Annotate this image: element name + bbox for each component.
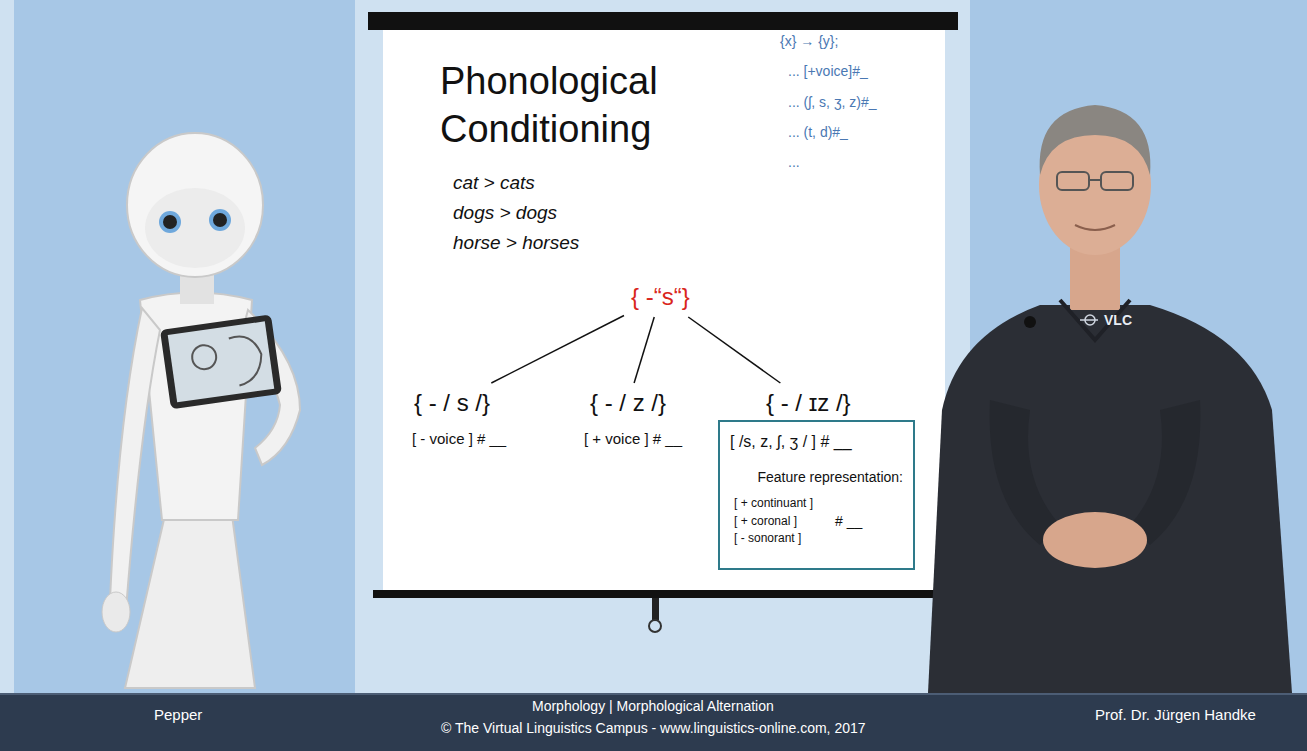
footer-title: Morphology | Morphological Alternation: [532, 698, 774, 714]
condition-text: [ /s, z, ʃ, ʒ / ] # __: [730, 430, 903, 453]
robot-figure: [102, 133, 300, 688]
condition-text: [ - voice ] # __: [412, 430, 506, 447]
feature-value: [ + coronal ]: [734, 513, 813, 530]
rule-note: ... (ʃ, s, ʒ, z)#_: [788, 94, 877, 110]
condition-box: [ /s, z, ʃ, ʒ / ] # __ Feature representa…: [718, 420, 915, 570]
footer-rule: [0, 693, 1307, 695]
morpheme-text: { -“s“}: [631, 282, 690, 312]
screen-pull-ring: [649, 620, 661, 632]
tree-branch: [491, 315, 624, 383]
environment-mark: # __: [835, 511, 862, 531]
feature-group: [ + continuant ][ + coronal ][ - sonoran…: [730, 495, 903, 547]
rule-note: ...: [788, 154, 800, 170]
backdrop-strip: [0, 0, 14, 693]
footer-bar: [0, 693, 1307, 751]
rule-note: ... [+voice]#_: [788, 63, 868, 79]
example-word: dogs > dogs: [453, 202, 557, 224]
footer-copyright: © The Virtual Linguistics Campus - www.l…: [441, 720, 866, 736]
feature-value: [ + continuant ]: [734, 495, 813, 512]
projector-screen: [383, 30, 945, 592]
backdrop-center: [355, 0, 970, 693]
example-word: cat > cats: [453, 172, 535, 194]
feature-column: [ + continuant ][ + coronal ][ - sonoran…: [730, 495, 813, 547]
morpheme-text: { - / ɪz /}: [766, 388, 851, 418]
tree-branch: [688, 317, 780, 383]
allomorph: { - / z /}: [586, 386, 670, 420]
rule-note: {x} → {y};: [780, 33, 838, 49]
slide-title: Phonological Conditioning: [440, 58, 740, 153]
tree-branch: [634, 317, 654, 383]
condition-text: [ + voice ] # __: [584, 430, 682, 447]
example-word: horse > horses: [453, 232, 579, 254]
allomorph: { - / s /}: [410, 386, 494, 420]
shirt-logo: VLC: [1104, 312, 1132, 328]
rule-note: ... (t, d)#_: [788, 124, 848, 140]
morpheme-text: { - / s /}: [414, 388, 490, 418]
screen-bottom-bar: [373, 590, 955, 598]
feature-value: [ - sonorant ]: [734, 530, 813, 547]
footer-name: Pepper: [154, 706, 202, 723]
allomorph: { - / ɪz /}: [762, 386, 855, 420]
box-heading: Feature representation:: [730, 467, 903, 487]
presenter-figure: [928, 105, 1292, 693]
morpheme-root: { -“s“}: [627, 280, 694, 314]
morpheme-text: { - / z /}: [590, 388, 666, 418]
screen-top-bar: [368, 12, 958, 30]
footer-name: Prof. Dr. Jürgen Handke: [1095, 706, 1256, 723]
screen-handle: [652, 598, 659, 620]
